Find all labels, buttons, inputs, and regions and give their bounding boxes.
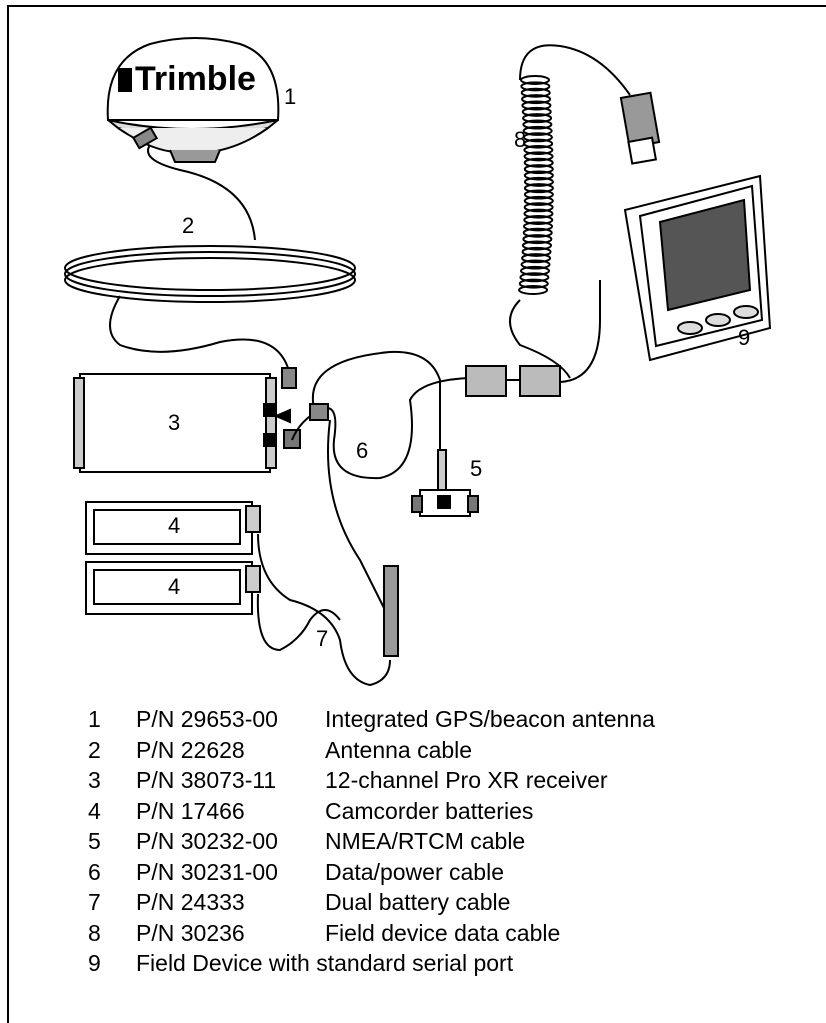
part-description: Field Device with standard serial port <box>136 950 514 976</box>
part-number: P/N 38073-11 <box>136 767 277 793</box>
coil-loop <box>521 253 552 264</box>
coil-loop <box>523 176 554 187</box>
db9-end-connector <box>619 91 661 165</box>
coil-loop <box>523 164 554 175</box>
callout-4a: 4 <box>168 513 180 538</box>
coil-loop <box>520 87 551 98</box>
part-number: P/N 17466 <box>136 797 245 824</box>
part-number: P/N 30232-00 <box>136 828 278 854</box>
coil-loop <box>523 208 554 219</box>
coil-loop <box>521 246 552 257</box>
coil-loop <box>520 81 551 92</box>
coil-loop <box>520 265 551 276</box>
legend-number: 6 <box>88 858 101 885</box>
figure-frame <box>7 5 826 1023</box>
coil-loop <box>523 145 554 155</box>
coil-loop <box>523 202 554 213</box>
antenna-cable <box>64 144 356 389</box>
part-number: P/N 30236 <box>136 919 245 946</box>
callout-4b: 4 <box>168 574 180 599</box>
coil-loop <box>522 132 553 143</box>
part-description: NMEA/RTCM cable <box>325 828 526 854</box>
equipment-diagram: Trimble <box>64 37 772 687</box>
callout-6: 6 <box>356 438 368 463</box>
coil-loop <box>522 113 553 124</box>
field-device <box>623 174 772 362</box>
part-number: P/N 29653-00 <box>136 706 278 732</box>
callout-5: 5 <box>470 456 482 481</box>
coiled-cable <box>518 75 554 295</box>
dual-battery-cable <box>256 533 399 687</box>
legend-number: 9 <box>88 950 101 976</box>
part-description: Field device data cable <box>325 919 561 946</box>
part-number: P/N 22628 <box>136 736 245 763</box>
part-description: Antenna cable <box>325 736 473 763</box>
coil-loop <box>521 240 552 251</box>
coil-loop <box>523 221 554 232</box>
legend-number: 4 <box>88 797 101 824</box>
battery-bottom <box>85 561 261 615</box>
coil-loop <box>523 138 554 149</box>
data-power-cable <box>273 350 471 621</box>
part-description: Integrated GPS/beacon antenna <box>325 706 655 732</box>
part-description: Dual battery cable <box>325 889 511 915</box>
nmea-cable <box>411 449 479 517</box>
part-description: 12-channel Pro XR receiver <box>325 767 608 793</box>
part-number: P/N 24333 <box>136 889 245 915</box>
coil-loop <box>519 272 550 283</box>
coil-loop <box>521 100 552 111</box>
callout-1: 1 <box>284 84 296 109</box>
coil-loop <box>523 215 554 225</box>
brand-label: Trimble <box>135 60 256 98</box>
coil-loop <box>522 125 553 136</box>
coil-loop <box>523 170 554 181</box>
legend-number: 8 <box>88 919 101 946</box>
callout-7: 7 <box>316 626 328 651</box>
coil-loop <box>523 151 554 162</box>
coil-loop <box>520 75 550 85</box>
db9-connectors <box>465 365 561 397</box>
coil-loop <box>522 227 553 238</box>
coil-loop <box>521 94 552 105</box>
battery-top <box>85 501 261 555</box>
callout-2: 2 <box>182 213 194 238</box>
coil-loop <box>522 234 553 245</box>
part-description: Data/power cable <box>325 858 504 885</box>
legend-number: 5 <box>88 828 101 854</box>
legend-number: 7 <box>88 889 101 915</box>
coil-loop <box>518 278 549 289</box>
coil-loop <box>522 119 553 130</box>
coil-loop <box>518 285 549 295</box>
coil-loop <box>523 189 554 200</box>
field-device-data-cable <box>509 44 631 383</box>
callout-8: 8 <box>514 127 526 152</box>
coil-loop <box>521 106 552 117</box>
coil-loop <box>520 259 551 270</box>
receiver <box>73 373 301 473</box>
legend-number: 2 <box>88 736 101 763</box>
coil-loop <box>523 195 554 206</box>
legend-number: 1 <box>88 706 101 732</box>
callout-3: 3 <box>168 410 180 435</box>
gps-antenna <box>106 37 280 163</box>
part-description: Camcorder batteries <box>325 797 534 824</box>
legend-number: 3 <box>88 767 101 793</box>
trimble-logo-icon <box>118 68 132 92</box>
coil-loop <box>523 183 554 194</box>
part-number: P/N 30231-00 <box>136 858 278 885</box>
coil-loop <box>523 157 554 168</box>
callout-9: 9 <box>738 325 750 350</box>
